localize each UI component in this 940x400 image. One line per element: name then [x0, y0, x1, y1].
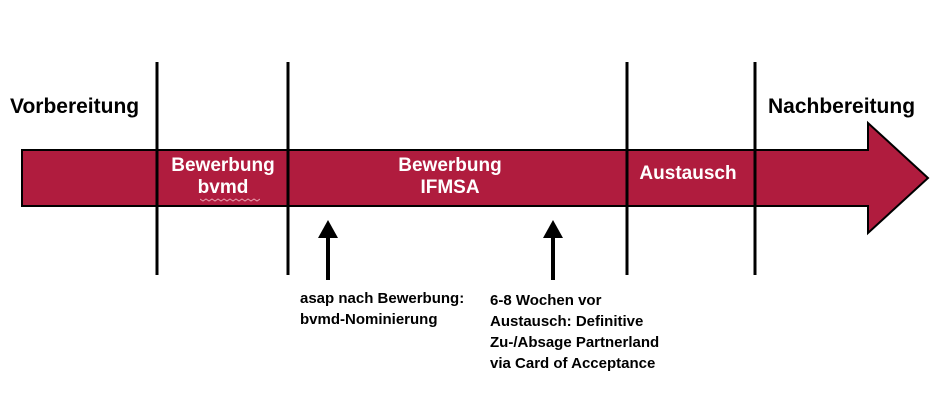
up-arrow-icon — [318, 220, 338, 280]
note-first-line1: asap nach Bewerbung: — [300, 290, 465, 307]
spellcheck-underline — [200, 198, 260, 202]
phase-label-ifmsa-line1: Bewerbung — [398, 155, 502, 176]
phase-label-bvmd-line1: Bewerbung — [171, 155, 275, 176]
note-second-line3: Zu-/Absage Partnerland — [490, 334, 660, 351]
timeline-arrow — [21, 120, 930, 236]
note-second-line1: 6-8 Wochen vor — [490, 292, 602, 309]
note-first-line2: bvmd-Nominierung — [300, 311, 438, 328]
note-first: asap nach Bewerbung: bvmd-Nominierung — [300, 288, 464, 330]
up-arrow-icon — [543, 220, 563, 280]
phase-label-after: Nachbereitung — [768, 95, 916, 118]
note-second-line2: Austausch: Definitive — [490, 313, 644, 330]
note-second-line4: via Card of Acceptance — [490, 355, 656, 372]
phase-label-before: Vorbereitung — [10, 95, 140, 118]
phase-label-ifmsa: Bewerbung IFMSA — [380, 155, 520, 199]
phase-label-ifmsa-line2: IFMSA — [420, 177, 480, 198]
phase-label-exchange: Austausch — [639, 163, 737, 184]
note-second: 6-8 Wochen vor Austausch: Definitive Zu-… — [490, 290, 659, 374]
phase-label-bvmd: Bewerbung bvmd — [158, 155, 288, 199]
phase-label-bvmd-line2: bvmd — [197, 177, 249, 198]
